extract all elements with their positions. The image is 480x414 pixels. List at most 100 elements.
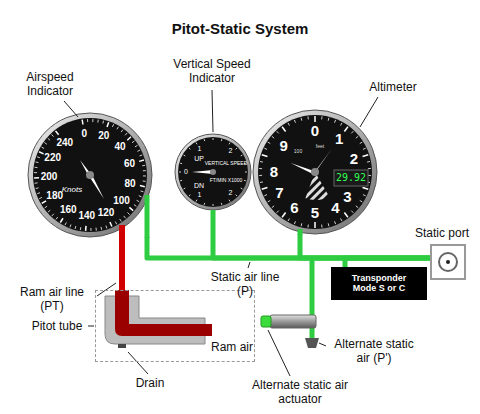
dial-number: 0 — [184, 168, 188, 176]
vsi-gauge-part — [178, 137, 248, 207]
dial-ticks — [179, 138, 247, 206]
dial-number: 2 — [350, 151, 358, 168]
dial-ticks-part — [124, 216, 126, 218]
dial-number: 120 — [98, 207, 115, 219]
leader-lines-part — [248, 262, 250, 268]
static-air-line — [147, 237, 430, 258]
dial-ticks-part — [268, 142, 271, 144]
leader-lines-part — [64, 101, 78, 117]
dial-ticks-part — [262, 187, 268, 189]
dial-number: 200 — [41, 171, 58, 183]
dial-ticks-part — [363, 187, 369, 189]
dial-marking: feet — [316, 144, 324, 150]
dial-ticks-part — [264, 195, 267, 196]
dial-number: 4 — [331, 199, 339, 216]
dial-ticks-part — [125, 133, 127, 135]
dial-ticks-part — [314, 222, 316, 228]
dial-ticks-part — [36, 187, 39, 189]
dial-ticks-part — [129, 207, 133, 210]
dial-ticks-part — [90, 228, 91, 231]
dial-ticks-part — [363, 148, 366, 149]
dial-ticks-part — [260, 161, 263, 163]
dial-ticks-part — [321, 225, 322, 228]
dial-number: 7 — [275, 184, 283, 201]
leader-lines-part — [360, 97, 378, 127]
dial-ticks — [259, 116, 371, 228]
dial-ticks-part — [344, 127, 348, 132]
dial-ticks-part — [245, 172, 247, 173]
dial-ticks-part — [75, 226, 77, 229]
dial-number: 2 — [228, 189, 232, 197]
instrument-label: Pitot tube — [32, 320, 83, 334]
dial-ticks-part — [141, 190, 144, 192]
dial-ticks-part — [241, 155, 243, 156]
dial-ticks-part — [301, 223, 303, 226]
dial-ticks-part — [51, 134, 53, 136]
dial-ticks-part — [204, 203, 206, 205]
dial-ticks-part — [288, 218, 289, 221]
dial-ticks-part — [351, 211, 353, 213]
dial-ticks-part — [35, 182, 38, 183]
dial-number: 1 — [198, 191, 202, 199]
dial-ticks-part — [127, 212, 129, 214]
dial-ticks-part — [34, 172, 37, 173]
leader-lines-part — [268, 330, 290, 376]
dial-ticks-part — [142, 165, 145, 167]
dial-ticks-part — [307, 116, 308, 119]
callout-label: Ram air — [211, 341, 253, 355]
ram-air-line — [119, 225, 125, 238]
dial-ticks-part — [107, 122, 109, 127]
dial-ticks-part — [92, 119, 93, 122]
gauge-needle — [192, 170, 213, 174]
dial-ticks-part — [363, 155, 369, 157]
dial-ticks-part — [196, 143, 197, 145]
callout-label: Alternate static air actuator — [250, 379, 350, 407]
dial-ticks-part — [39, 152, 44, 154]
dial-ticks-part — [356, 136, 358, 138]
dial-marking: VERTICAL SPEED — [205, 161, 248, 167]
dial-ticks-part — [102, 121, 104, 124]
callout-label: Static air line (P) — [210, 271, 280, 299]
dial-marking: UP — [194, 155, 204, 163]
kollsman-window — [334, 170, 368, 186]
dial-ticks-part — [52, 214, 54, 216]
dial-number: 180 — [46, 190, 63, 202]
airspeed-gauge — [28, 113, 152, 237]
pitot-tube-drawing — [105, 290, 212, 348]
dial-ticks-part — [262, 155, 268, 157]
dial-ticks-part — [363, 195, 366, 196]
airspeed-gauge-part — [33, 118, 147, 232]
dial-ticks-part — [139, 155, 142, 156]
diagram-title: Pitot-Static System — [0, 20, 480, 37]
dial-ticks-part — [44, 142, 46, 144]
dial-ticks-part — [184, 188, 186, 189]
transponder-box: Transponder Mode S or C — [331, 267, 427, 300]
ram-air-line — [119, 237, 125, 290]
dial-ticks-part — [121, 130, 123, 132]
dial-ticks-part — [137, 200, 140, 201]
dial-ticks-part — [135, 145, 138, 147]
dial-ticks-part — [221, 203, 223, 205]
port-hole — [446, 260, 450, 264]
callout-label: Drain — [136, 377, 165, 391]
callout-label: Ram air line (PT) — [10, 286, 94, 314]
dial-ticks-part — [264, 148, 267, 149]
dial-ticks-part — [95, 228, 96, 231]
dial-ticks-part — [277, 131, 279, 133]
dial-ticks-part — [115, 222, 116, 225]
dial-ticks-part — [272, 136, 274, 138]
needle-hub — [311, 168, 319, 176]
dial-ticks-part — [335, 221, 336, 224]
dial-ticks-part — [282, 212, 286, 217]
dial-ticks-part — [184, 155, 186, 156]
airspeed-gauge-part — [28, 113, 152, 237]
dial-ticks-part — [42, 147, 45, 149]
dial-ticks-part — [48, 210, 50, 212]
static-air-line — [213, 210, 430, 258]
needle-hub — [86, 171, 94, 179]
dial-ticks-part — [307, 225, 308, 228]
dial-unit: Knots — [62, 185, 82, 194]
dial-ticks-part — [368, 168, 371, 169]
dial-number: 20 — [98, 131, 109, 143]
dial-ticks-part — [120, 219, 122, 221]
